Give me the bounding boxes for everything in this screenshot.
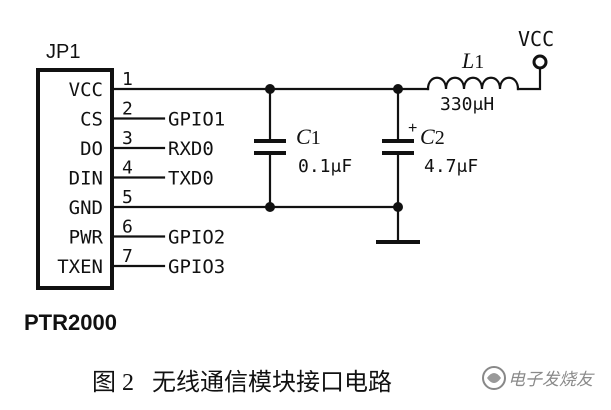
- pin-number: 2: [122, 99, 133, 120]
- c2-ref: C2: [420, 124, 445, 149]
- c2-polarity: +: [408, 120, 417, 137]
- pin-number: 6: [122, 217, 133, 238]
- pin-number: 1: [122, 69, 133, 90]
- watermark-logo: 电子发烧友: [482, 366, 595, 390]
- c1-ref: C1: [296, 124, 321, 149]
- net-label-txd0: TXD0: [168, 168, 214, 190]
- net-label-rxd0: RXD0: [168, 138, 214, 160]
- connector-part: PTR2000: [24, 310, 117, 335]
- l1-value: 330μH: [440, 94, 494, 115]
- pin-number: 5: [122, 187, 133, 208]
- inductor-l1: [426, 66, 542, 91]
- capacitor-c1: [254, 87, 286, 209]
- l1-ref: L1: [461, 48, 484, 73]
- pin-name-pwr: PWR: [69, 227, 104, 249]
- net-label-gpio2: GPIO2: [168, 227, 225, 249]
- pin-name-do: DO: [80, 138, 103, 160]
- watermark-text: 电子发烧友: [508, 370, 595, 389]
- pin-name-txen: TXEN: [57, 256, 103, 278]
- pin-name-gnd: GND: [69, 197, 103, 219]
- connector-ref: JP1: [46, 41, 80, 63]
- net-label-gpio3: GPIO3: [168, 256, 225, 278]
- connector-body: [36, 68, 114, 290]
- net-label-gpio1: GPIO1: [168, 109, 225, 131]
- vcc-terminal: [532, 54, 548, 70]
- vcc-supply-label: VCC: [518, 27, 554, 51]
- pin-number: 3: [122, 128, 133, 149]
- pin-name-cs: CS: [80, 109, 103, 131]
- figure-caption: 图 2 无线通信模块接口电路: [92, 369, 392, 396]
- capacitor-c2: [376, 87, 420, 244]
- pin-number: 7: [122, 246, 133, 267]
- pin-name-vcc: VCC: [69, 79, 103, 101]
- c2-value: 4.7μF: [424, 156, 478, 177]
- pin-name-din: DIN: [69, 168, 103, 190]
- c1-value: 0.1μF: [298, 156, 352, 177]
- pin-number: 4: [122, 158, 133, 179]
